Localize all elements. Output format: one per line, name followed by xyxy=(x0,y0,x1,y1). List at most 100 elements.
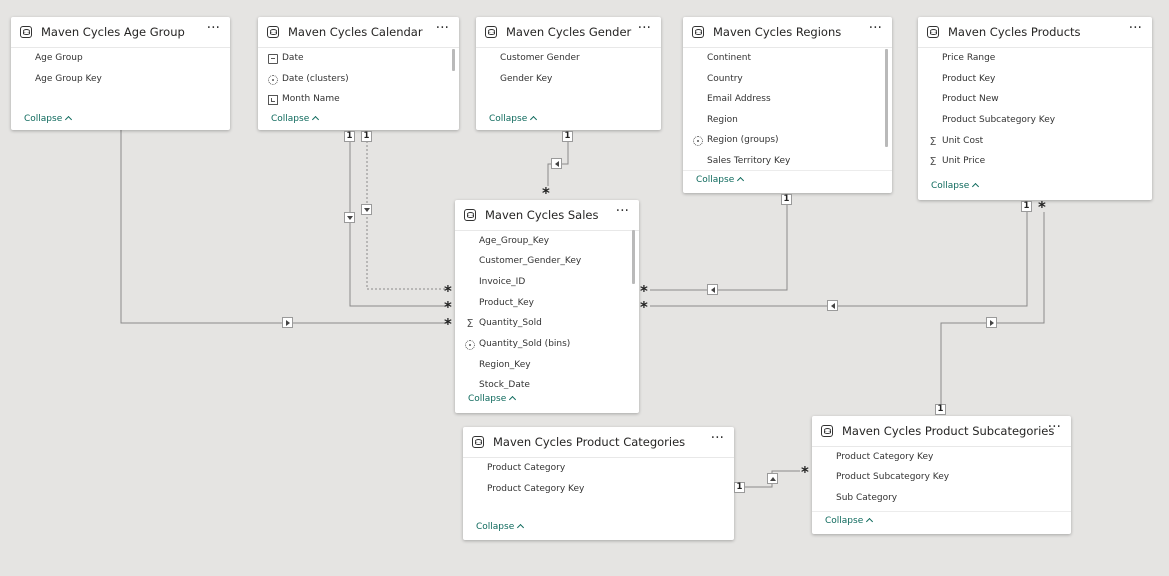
filter-direction-arrow[interactable] xyxy=(986,317,997,328)
collapse-row: Collapse xyxy=(812,511,1071,534)
arrow-left-icon xyxy=(831,303,835,309)
table-title: Maven Cycles Products xyxy=(948,25,1081,39)
rel-line-calendar-sales-dashed[interactable] xyxy=(366,141,448,290)
filter-direction-arrow[interactable] xyxy=(344,212,355,223)
collapse-button[interactable]: Collapse xyxy=(271,114,320,124)
rel-line-products-subcategories[interactable] xyxy=(940,212,1045,404)
table-icon xyxy=(485,26,497,38)
sigma-icon: Σ xyxy=(929,135,937,148)
more-options-icon[interactable]: ··· xyxy=(710,430,724,446)
field-list: Product Category Key Product Subcategory… xyxy=(836,452,950,503)
rel-line-calendar-sales-solid[interactable] xyxy=(349,141,448,307)
collapse-row: Collapse xyxy=(11,110,230,130)
table-icon xyxy=(472,436,484,448)
scrollbar[interactable] xyxy=(885,49,888,147)
field-list: Continent Country Email Address Region R… xyxy=(683,47,892,170)
rel-line-products-sales[interactable] xyxy=(650,212,1028,307)
cardinality-one-label: 1 xyxy=(935,404,946,415)
table-title: Maven Cycles Gender xyxy=(506,25,632,39)
table-card-regions[interactable]: Maven Cycles Regions ··· Continent Count… xyxy=(683,17,892,193)
table-title: Maven Cycles Product Subcategories xyxy=(842,424,1055,438)
table-title: Maven Cycles Regions xyxy=(713,25,842,39)
table-card-header[interactable]: Maven Cycles Sales ··· xyxy=(455,200,639,231)
table-card-header[interactable]: Maven Cycles Regions ··· xyxy=(683,17,892,48)
cardinality-one-label: 1 xyxy=(1021,201,1032,212)
arrow-right-icon xyxy=(286,320,290,326)
field-list: Customer Gender Gender Key xyxy=(500,53,580,84)
cardinality-many-label: * xyxy=(640,298,648,316)
table-card-calendar[interactable]: Maven Cycles Calendar ··· Date Date (clu… xyxy=(258,17,459,130)
cardinality-many-label: * xyxy=(444,315,452,333)
cardinality-one-label: 1 xyxy=(344,131,355,142)
chevron-up-icon xyxy=(509,395,517,404)
scrollbar[interactable] xyxy=(452,49,455,71)
table-icon xyxy=(692,26,704,38)
filter-direction-arrow[interactable] xyxy=(707,284,718,295)
rel-line-age-group-sales[interactable] xyxy=(120,130,448,324)
collapse-row: Collapse xyxy=(918,177,1152,199)
more-options-icon[interactable]: ··· xyxy=(637,20,651,36)
collapse-button[interactable]: Collapse xyxy=(696,175,745,185)
arrow-left-icon xyxy=(711,287,715,293)
cardinality-many-label: * xyxy=(640,282,648,300)
table-title: Maven Cycles Sales xyxy=(485,208,599,222)
cardinality-many-label: * xyxy=(542,184,550,202)
table-card-header[interactable]: Maven Cycles Product Subcategories ··· xyxy=(812,416,1071,447)
sigma-icon: Σ xyxy=(929,155,937,168)
date-icon xyxy=(268,54,278,64)
table-title: Maven Cycles Product Categories xyxy=(493,435,686,449)
collapse-row: Collapse xyxy=(258,110,459,130)
cardinality-one-label: 1 xyxy=(781,194,792,205)
table-card-header[interactable]: Maven Cycles Age Group ··· xyxy=(11,17,230,48)
table-card-header[interactable]: Maven Cycles Products ··· xyxy=(918,17,1152,48)
field-list: Age Group Age Group Key xyxy=(35,53,102,84)
table-card-gender[interactable]: Maven Cycles Gender ··· Customer Gender … xyxy=(476,17,661,130)
collapse-button[interactable]: Collapse xyxy=(931,181,980,191)
table-card-header[interactable]: Maven Cycles Product Categories ··· xyxy=(463,427,734,458)
cardinality-many-label: * xyxy=(444,298,452,316)
arrow-left-icon xyxy=(555,161,559,167)
filter-direction-arrow[interactable] xyxy=(361,204,372,215)
table-card-product-subcategories[interactable]: Maven Cycles Product Subcategories ··· P… xyxy=(812,416,1071,534)
table-card-products[interactable]: Maven Cycles Products ··· Price Range Pr… xyxy=(918,17,1152,200)
field-list: Date Date (clusters) Month Name xyxy=(258,47,459,110)
collapse-row: Collapse xyxy=(455,390,639,412)
table-card-sales[interactable]: Maven Cycles Sales ··· Age_Group_Key Cus… xyxy=(455,200,639,413)
filter-direction-arrow[interactable] xyxy=(767,473,778,484)
collapse-button[interactable]: Collapse xyxy=(468,394,517,404)
chevron-up-icon xyxy=(312,115,320,124)
table-card-header[interactable]: Maven Cycles Gender ··· xyxy=(476,17,661,48)
filter-direction-arrow[interactable] xyxy=(551,158,562,169)
collapse-button[interactable]: Collapse xyxy=(489,114,538,124)
field-list: Product Category Product Category Key xyxy=(487,463,585,494)
scrollbar[interactable] xyxy=(632,230,635,284)
more-options-icon[interactable]: ··· xyxy=(1047,419,1061,435)
arrow-down-icon xyxy=(364,208,370,212)
collapse-button[interactable]: Collapse xyxy=(825,516,874,526)
sigma-icon: Σ xyxy=(466,317,474,330)
collapse-button[interactable]: Collapse xyxy=(24,114,73,124)
table-card-header[interactable]: Maven Cycles Calendar ··· xyxy=(258,17,459,48)
table-icon xyxy=(464,209,476,221)
table-icon xyxy=(821,425,833,437)
filter-direction-arrow[interactable] xyxy=(827,300,838,311)
more-options-icon[interactable]: ··· xyxy=(868,20,882,36)
table-card-product-categories[interactable]: Maven Cycles Product Categories ··· Prod… xyxy=(463,427,734,540)
more-options-icon[interactable]: ··· xyxy=(435,20,449,36)
table-title: Maven Cycles Age Group xyxy=(41,25,185,39)
cardinality-many-label: * xyxy=(1038,198,1046,216)
cluster-icon xyxy=(268,75,278,85)
more-options-icon[interactable]: ··· xyxy=(206,20,220,36)
more-options-icon[interactable]: ··· xyxy=(615,203,629,219)
rel-line-regions-sales[interactable] xyxy=(650,204,788,291)
collapse-button[interactable]: Collapse xyxy=(476,522,525,532)
filter-direction-arrow[interactable] xyxy=(282,317,293,328)
hierarchy-icon xyxy=(268,95,278,105)
chevron-up-icon xyxy=(737,176,745,185)
cardinality-one-label: 1 xyxy=(734,482,745,493)
more-options-icon[interactable]: ··· xyxy=(1128,20,1142,36)
table-card-age-group[interactable]: Maven Cycles Age Group ··· Age Group Age… xyxy=(11,17,230,130)
chevron-up-icon xyxy=(972,182,980,191)
arrow-down-icon xyxy=(347,216,353,220)
field-list: Price Range Product Key Product New Prod… xyxy=(929,53,1056,168)
